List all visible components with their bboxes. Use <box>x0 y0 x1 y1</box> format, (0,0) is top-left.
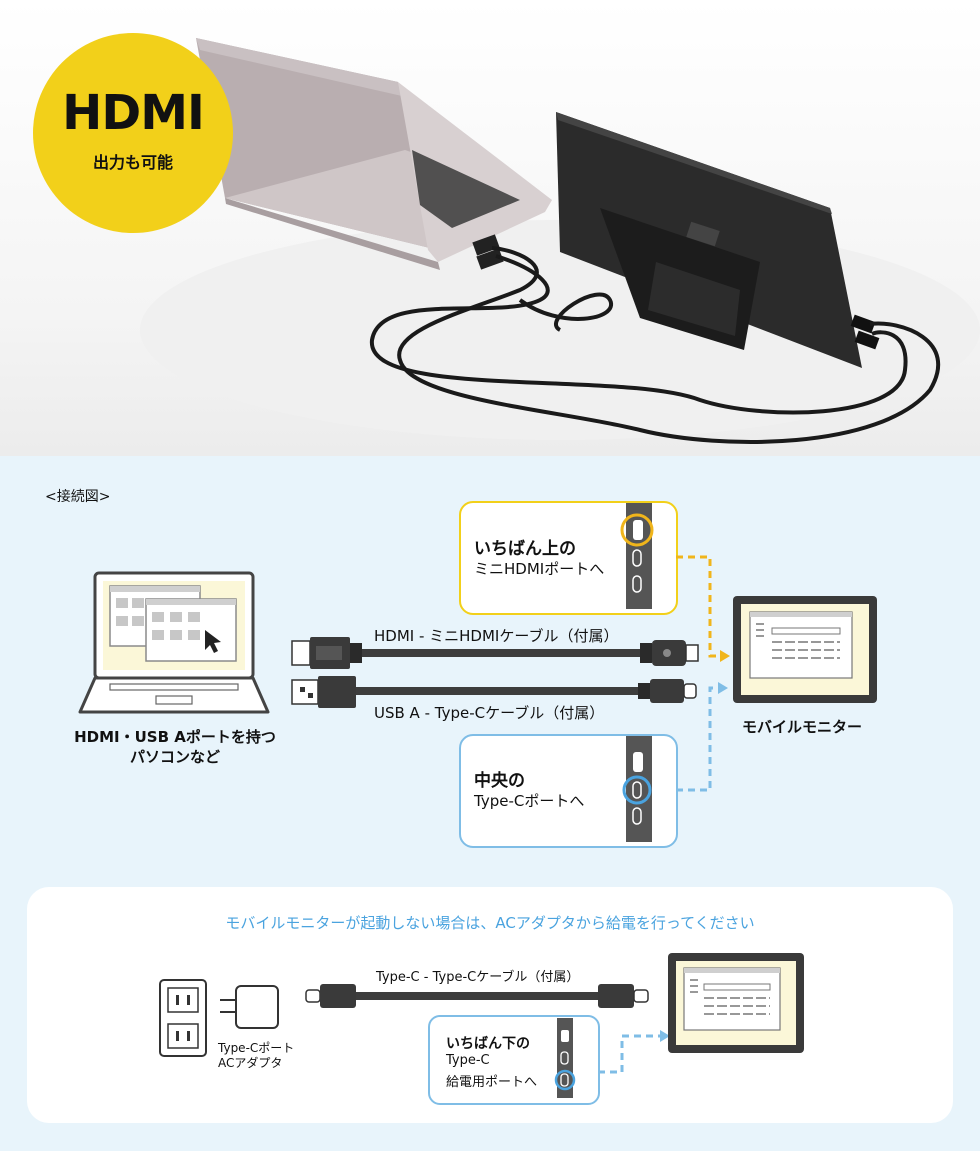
badge-subtitle: 出力も可能 <box>92 153 173 172</box>
usb-cable-label: USB A - Type-Cケーブル（付属） <box>374 704 605 722</box>
callout-bottom-line3: 給電用ポートへ <box>446 1075 538 1090</box>
pc-label-line1: HDMI・USB Aポートを持つ <box>74 728 276 746</box>
adapter-label-line2: ACアダプタ <box>218 1056 283 1070</box>
type-c-cable-label: Type-C - Type-Cケーブル（付属） <box>376 970 580 985</box>
port-strip-bottom <box>554 1018 576 1098</box>
badge-title: HDMI <box>62 85 205 141</box>
callout-top-text: ミニHDMIポートへ <box>474 560 605 578</box>
monitor-illustration-small <box>668 953 804 1053</box>
product-photo: HDMI 出力も可能 <box>0 0 980 456</box>
hdmi-badge: HDMI 出力も可能 <box>33 33 233 233</box>
hdmi-cable-label: HDMI - ミニHDMIケーブル（付属） <box>374 627 619 645</box>
port-strip-middle <box>622 736 652 842</box>
laptop-illustration <box>78 571 270 714</box>
hdmi-cable <box>291 637 699 669</box>
callout-mid-bold: 中央の <box>474 771 525 791</box>
monitor-illustration <box>733 596 877 703</box>
callout-top-bold: いちばん上の <box>474 539 576 559</box>
type-c-cable <box>305 984 649 1008</box>
ac-adapter-illustration <box>220 985 279 1029</box>
wall-outlet-illustration <box>159 979 207 1057</box>
callout-mid-text: Type-Cポートへ <box>474 792 585 810</box>
adapter-label-line1: Type-Cポート <box>218 1041 295 1055</box>
callout-bottom-line1: いちばん下の <box>446 1036 530 1052</box>
pc-label-line2: パソコンなど <box>129 748 220 766</box>
laptop-monitor-photo <box>140 38 980 444</box>
usb-cable <box>291 676 697 708</box>
port-strip-top <box>620 503 654 609</box>
power-note-title: モバイルモニターが起動しない場合は、ACアダプタから給電を行ってください <box>225 914 755 932</box>
callout-bottom-line2: Type-C <box>446 1053 490 1068</box>
monitor-label: モバイルモニター <box>742 718 863 736</box>
section-title: <接続図> <box>45 489 111 505</box>
